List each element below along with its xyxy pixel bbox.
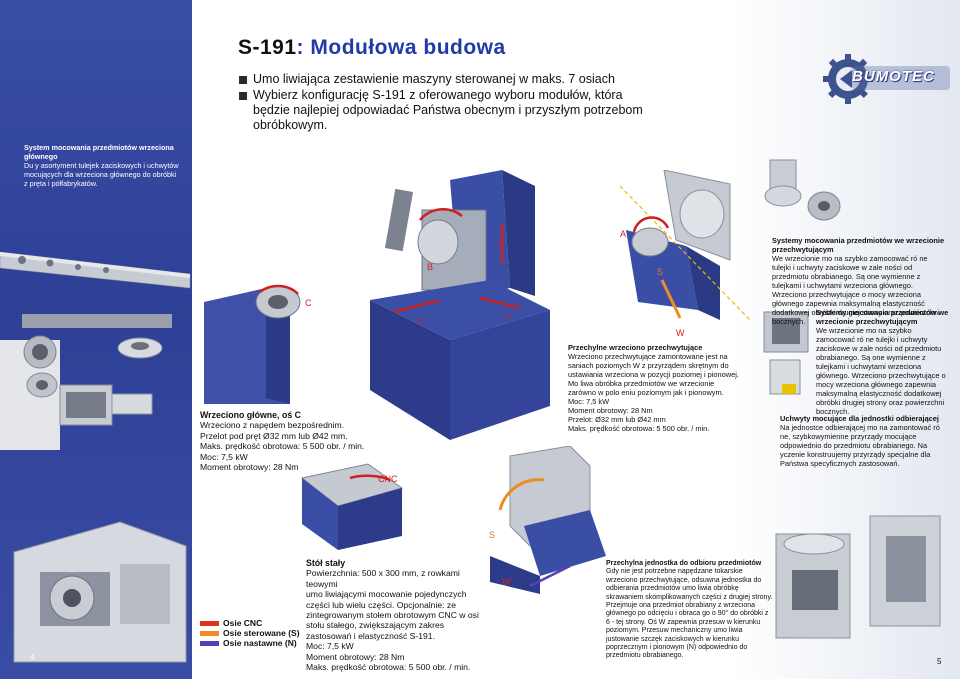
clamp-system-body: We wrzecionie mo na szybko zamocować ró … xyxy=(816,326,946,416)
text-line: Moment obrotowy: 28 Nm xyxy=(306,651,405,662)
text-line: Maks. prędkość obrotowa: 5 500 obr. / mi… xyxy=(200,441,365,452)
logo-text: BUMOTEC xyxy=(852,68,935,85)
legend-swatch-adjustable xyxy=(200,640,219,646)
interception-clamp-photo xyxy=(764,159,841,221)
tilting-spindle-description: Przechylne wrzeciono przechwytujące Wrze… xyxy=(568,343,744,433)
legend-item: Osie CNC xyxy=(200,618,300,628)
main-spindle-illustration xyxy=(204,284,301,404)
text-line: Wrzeciono z napędem bezpośrednim. xyxy=(200,420,345,431)
text-line: Wrzeciono przechwytujące zamontowane jes… xyxy=(568,352,739,379)
legend-swatch-controlled xyxy=(200,630,219,636)
clamp-system-body: We wrzecionie mo na szybko zamocować ró … xyxy=(772,254,940,326)
text-line: zastosowań i elastyczność S-191. xyxy=(306,630,435,641)
axis-label-w-prime: W' xyxy=(502,577,513,587)
text-line: zintegrowanym stołem obrotowym CNC w osi xyxy=(306,610,479,621)
bumotec-gear-logo xyxy=(823,54,950,104)
axis-label-cnc: CNC xyxy=(378,474,398,484)
tilting-collet-photo xyxy=(763,311,809,395)
clamp-system-heading: Systemy mocowania przedmiotów we wrzecio… xyxy=(772,236,945,254)
main-spindle-description: Wrzeciono główne, oś C Wrzeciono z napęd… xyxy=(200,410,380,472)
bullet-item: Wybierz konfigurację S-191 z oferowanego… xyxy=(238,88,658,133)
legend-item: Osie nastawne (N) xyxy=(200,638,300,648)
fixed-table-heading: Stół stały xyxy=(306,558,346,568)
legend-item: Osie sterowane (S) xyxy=(200,628,300,638)
text-line: Przelot: Ø32 mm lub Ø42 mm xyxy=(568,415,666,424)
main-spindle-heading: Wrzeciono główne, oś C xyxy=(200,410,302,420)
tilting-spindle-heading: Przechylne wrzeciono przechwytujące xyxy=(568,343,703,352)
intro-bullets: Umo liwiająca zestawienie maszyny sterow… xyxy=(238,72,658,134)
text-line: Moc: 7,5 kW xyxy=(306,641,354,652)
note-body: Du y asortyment tulejek zaciskowych i uc… xyxy=(24,161,179,188)
page-number-left: 4 xyxy=(30,653,35,662)
note-heading: System mocowania przedmiotów wrzeciona g… xyxy=(24,143,174,161)
legend-swatch-cnc xyxy=(200,620,219,626)
text-line: Moment obrotowy: 28 Nm xyxy=(568,406,653,415)
axis-label-x: X xyxy=(498,240,505,250)
text-line: Maks. prędkość obrotowa: 5 500 obr. / mi… xyxy=(306,662,471,673)
clamp-system-description-1: Systemy mocowania przedmiotów we wrzecio… xyxy=(772,236,947,326)
text-line: umo liwiającymi mocowanie pojedynczych c… xyxy=(306,589,467,610)
pickup-unit-heading: Przechylna jednostka do odbioru przedmio… xyxy=(606,560,762,567)
text-line: Moc: 7,5 kW xyxy=(568,397,610,406)
pickup-unit-body: Gdy nie jest potrzebne napędzane tokarsk… xyxy=(606,568,773,660)
pickup-unit-illustration xyxy=(490,446,606,594)
tilting-spindle-illustration xyxy=(619,170,751,321)
page-title: S-191: Modułowa budowa xyxy=(238,36,506,59)
axis-label-w: W xyxy=(676,328,685,338)
axis-label-a: A xyxy=(620,229,627,239)
page-number-right: 5 xyxy=(937,657,942,666)
fixed-table-illustration xyxy=(300,463,404,550)
text-line: Maks. prędkość obrotowa: 5 500 obr. / mi… xyxy=(568,424,710,433)
fixtures-body: Na jednostce odbierającej mo na zamontow… xyxy=(780,423,940,468)
text-line: Moment obrotowy: 28 Nm xyxy=(200,462,299,473)
axis-label-y: Y xyxy=(505,313,512,323)
clamp-system-description-2: Systemy mocowania przedmiotów we wrzecio… xyxy=(816,308,951,416)
fixed-table-description: Stół stały Powierzchnia: 500 x 300 mm, z… xyxy=(306,558,482,672)
axis-label-c: C xyxy=(305,298,312,308)
axis-label-z: Z xyxy=(418,317,424,327)
text-line: Moc: 7,5 kW xyxy=(200,451,248,462)
text-line: Powierzchnia: 500 x 300 mm, z rowkami te… xyxy=(306,568,460,589)
text-line: Mo liwa obróbka przedmiotów we wrzecioni… xyxy=(568,379,724,397)
clamp-system-heading: Systemy mocowania przedmiotów we wrzecio… xyxy=(816,308,949,326)
chuck-illustrations xyxy=(0,314,172,450)
axis-label-s-lower: S xyxy=(489,530,496,540)
fixtures-description: Uchwyty mocujące dla jednostki odbierają… xyxy=(780,414,940,468)
axis-label-s: S xyxy=(657,267,664,277)
text-line: Przelot pod pręt Ø32 mm lub Ø42 mm. xyxy=(200,430,348,441)
axis-label-b: B xyxy=(427,262,434,272)
pickup-unit-description: Przechylna jednostka do odbioru przedmio… xyxy=(606,560,774,661)
left-bottom-machine-illustration xyxy=(13,521,187,663)
fixtures-heading: Uchwyty mocujące dla jednostki odbierają… xyxy=(780,414,939,423)
bullet-item: Umo liwiająca zestawienie maszyny sterow… xyxy=(238,72,658,87)
machine-center-illustration xyxy=(370,170,550,440)
collet-bar-illustration xyxy=(0,251,191,289)
main-spindle-clamp-note: System mocowania przedmiotów wrzeciona g… xyxy=(24,143,180,188)
right-bottom-machine-illustration xyxy=(775,515,941,639)
axis-legend: Osie CNC Osie sterowane (S) Osie nastawn… xyxy=(200,618,300,648)
text-line: stołu stałego, zwiększającym zakres xyxy=(306,620,445,631)
